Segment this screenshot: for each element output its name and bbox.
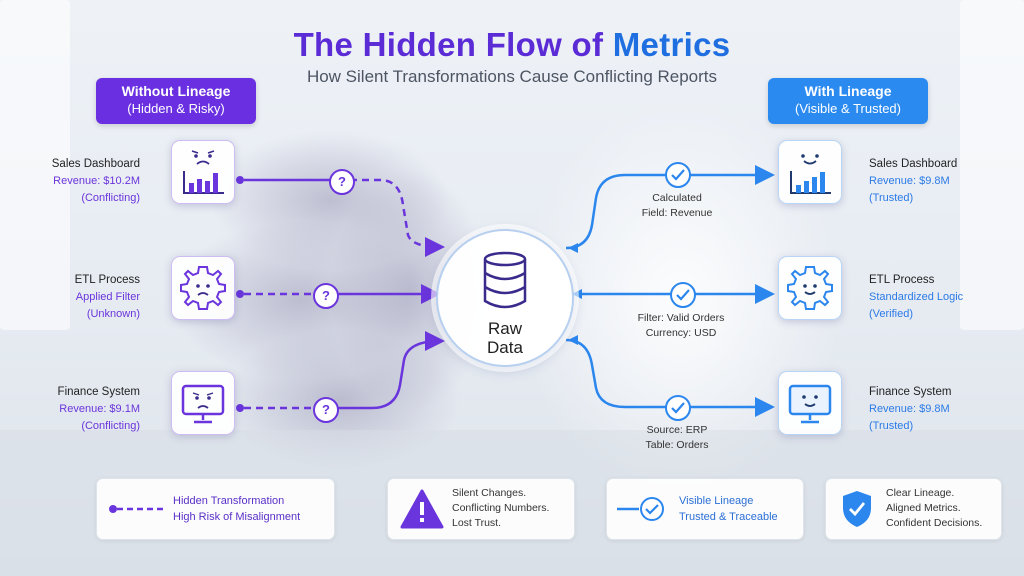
raw-data-label-2: Data [487,338,523,357]
left-etl-card [171,256,235,320]
left-finance-card [171,371,235,435]
window-panel-right [960,0,1024,330]
legend-silent-text: Silent Changes.Conflicting Numbers.Lost … [452,487,550,529]
question-badge-finance: ? [313,397,339,423]
check-badge-sales [665,162,691,188]
page-title: The Hidden Flow of Metrics [293,26,731,63]
database-icon [483,251,527,309]
shield-check-icon [843,491,871,527]
left-sales-card [171,140,235,204]
right-etl-card [778,256,842,320]
worried-bar-chart-icon [183,150,224,194]
visible-flow-sales [565,165,775,253]
hidden-flow-finance [236,331,445,412]
legend-silent-changes: Silent Changes.Conflicting Numbers.Lost … [387,478,575,540]
without-lineage-tag: Without Lineage(Hidden & Risky) [96,78,256,124]
raw-data-label-1: Raw [487,319,522,338]
legend-clear-text: Clear Lineage.Aligned Metrics.Confident … [886,487,983,529]
legend-clear-lineage: Clear Lineage.Aligned Metrics.Confident … [825,478,1002,540]
happy-monitor-icon [788,384,832,424]
raw-data-node: Raw Data [436,229,574,367]
question-badge-sales: ? [329,169,355,195]
check-line-icon [617,497,664,521]
worried-monitor-icon [181,384,225,424]
warning-icon [400,489,444,529]
right-finance-card [778,371,842,435]
dashed-line-icon [109,505,163,513]
worried-gear-icon [180,266,226,310]
window-panel-left [0,0,70,330]
hidden-flow-sales [236,176,445,257]
happy-gear-icon [787,266,833,310]
right-sales-card [778,140,842,204]
check-badge-etl [670,282,696,308]
hidden-flow-etl [236,284,441,304]
question-badge-etl: ? [313,283,339,309]
check-badge-finance [665,395,691,421]
page-subtitle: How Silent Transformations Cause Conflic… [306,67,718,86]
with-lineage-tag: With Lineage(Visible & Trusted) [768,78,928,124]
happy-bar-chart-icon [790,154,831,194]
visible-flow-finance [565,335,775,417]
